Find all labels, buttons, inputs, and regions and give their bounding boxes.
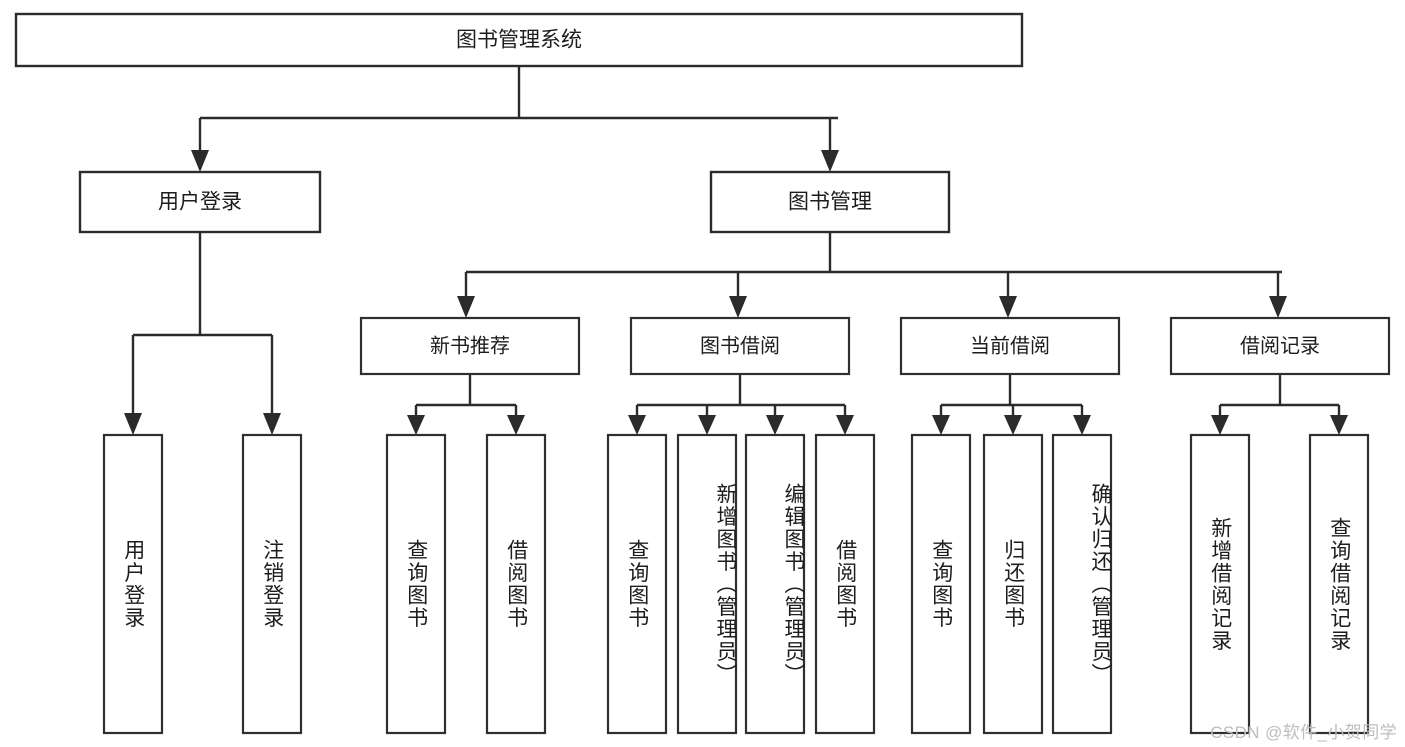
arrow-confirm-return bbox=[1073, 415, 1091, 435]
node-current-borrow-box[interactable] bbox=[899, 316, 1121, 376]
arrow-book-borrow bbox=[729, 296, 747, 318]
csdn-watermark: CSDN @软件_小贺同学 bbox=[1210, 723, 1397, 742]
connector-book-borrow-children bbox=[628, 374, 854, 435]
node-current-borrow-label: 当前借阅 bbox=[970, 334, 1050, 357]
leaf-box-query-book-2[interactable] bbox=[606, 433, 668, 735]
node-borrow-record-label: 借阅记录 bbox=[1240, 334, 1320, 357]
leaf-box-add-book-admin[interactable] bbox=[676, 433, 738, 735]
node-book-borrow-box[interactable] bbox=[629, 316, 851, 376]
node-user-login-label: 用户登录 bbox=[158, 191, 242, 214]
arrow-edit-book-admin bbox=[766, 415, 784, 435]
arrow-user-login bbox=[191, 150, 209, 172]
arrow-query-borrow-record bbox=[1330, 415, 1348, 435]
leaf-box-edit-book-admin[interactable] bbox=[744, 433, 806, 735]
node-current-borrow[interactable]: 当前借阅 bbox=[899, 316, 1121, 376]
node-new-book-recommend-label: 新书推荐 bbox=[430, 334, 510, 357]
node-book-management-box[interactable] bbox=[709, 170, 951, 234]
leaf-box-query-book-1[interactable] bbox=[385, 433, 447, 735]
arrow-leaf-logout bbox=[263, 413, 281, 435]
leaf-box-add-borrow-record[interactable] bbox=[1189, 433, 1251, 735]
arrow-borrow-record bbox=[1269, 296, 1287, 318]
leaf-box-borrow-book-2[interactable] bbox=[814, 433, 876, 735]
node-title[interactable]: 图书管理系统 bbox=[14, 12, 1024, 68]
arrow-leaf-user-login bbox=[124, 413, 142, 435]
connector-current-borrow-children bbox=[932, 374, 1091, 435]
arrow-new-book-recommend bbox=[457, 296, 475, 318]
connector-book-management-children bbox=[457, 232, 1287, 318]
arrow-current-borrow bbox=[999, 296, 1017, 318]
leaf-box-borrow-book-1[interactable] bbox=[485, 433, 547, 735]
node-book-management[interactable]: 图书管理 bbox=[709, 170, 951, 234]
arrow-query-book-1 bbox=[407, 415, 425, 435]
arrow-add-borrow-record bbox=[1211, 415, 1229, 435]
leaf-box-logout-login[interactable] bbox=[241, 433, 303, 735]
connector-user-login-children bbox=[124, 232, 281, 435]
node-book-borrow[interactable]: 图书借阅 bbox=[629, 316, 851, 376]
leaf-box-query-book-3[interactable] bbox=[910, 433, 972, 735]
node-user-login[interactable]: 用户登录 bbox=[78, 170, 322, 234]
leaf-box-query-borrow-record[interactable] bbox=[1308, 433, 1370, 735]
leaf-box-user-login[interactable] bbox=[102, 433, 164, 735]
arrow-borrow-book-2 bbox=[836, 415, 854, 435]
arrow-book-management bbox=[821, 150, 839, 172]
arrow-add-book-admin bbox=[698, 415, 716, 435]
node-user-login-box[interactable] bbox=[78, 170, 322, 234]
arrow-return-book bbox=[1004, 415, 1022, 435]
node-book-management-label: 图书管理 bbox=[788, 191, 872, 214]
node-title-label: 图书管理系统 bbox=[456, 29, 582, 52]
node-title-box[interactable] bbox=[14, 12, 1024, 68]
leaf-box-confirm-return-admin[interactable] bbox=[1051, 433, 1113, 735]
arrow-query-book-2 bbox=[628, 415, 646, 435]
connector-new-book-children bbox=[407, 374, 525, 435]
node-borrow-record[interactable]: 借阅记录 bbox=[1169, 316, 1391, 376]
arrow-query-book-3 bbox=[932, 415, 950, 435]
arrow-borrow-book-1 bbox=[507, 415, 525, 435]
node-new-book-recommend[interactable]: 新书推荐 bbox=[359, 316, 581, 376]
node-borrow-record-box[interactable] bbox=[1169, 316, 1391, 376]
node-book-borrow-label: 图书借阅 bbox=[700, 334, 780, 357]
leaf-box-return-book[interactable] bbox=[982, 433, 1044, 735]
connector-borrow-record-children bbox=[1211, 374, 1348, 435]
node-new-book-recommend-box[interactable] bbox=[359, 316, 581, 376]
connector-root-to-level2 bbox=[191, 66, 839, 172]
